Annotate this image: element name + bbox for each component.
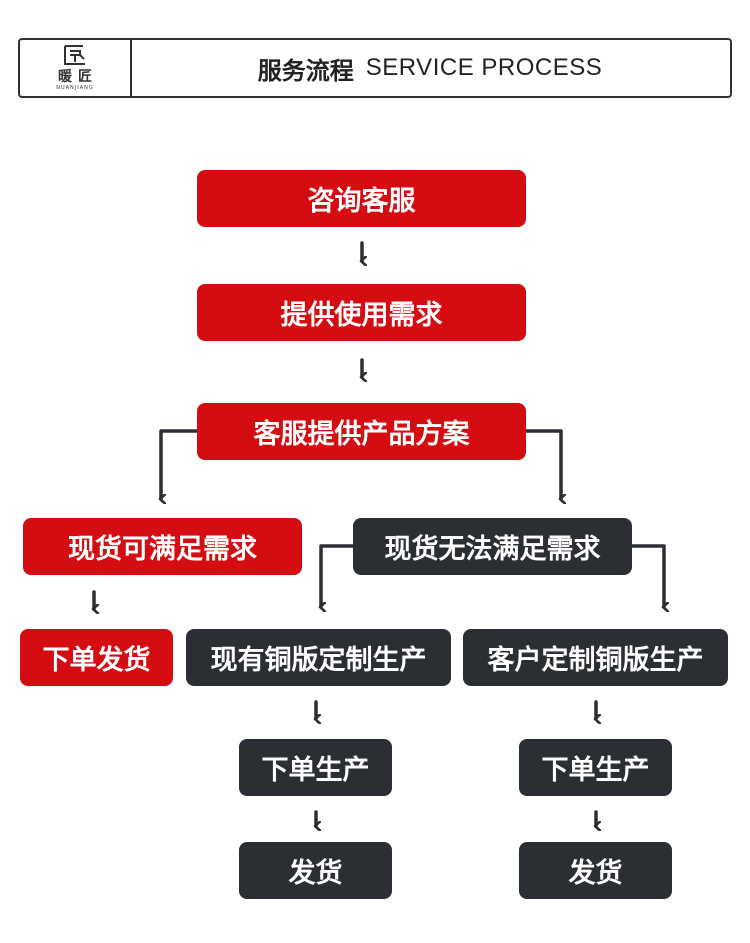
logo-text: 暖匠 (58, 69, 98, 85)
logo: 暖匠 NUANJIANG (20, 40, 132, 96)
step-order-produce-left: 下单生产 (239, 739, 392, 796)
logo-mark-icon (64, 45, 85, 65)
arrow-not-ok-to-custom-plate (630, 544, 664, 607)
page-title-cn: 服务流程 (257, 56, 354, 85)
step-in-stock-not-ok: 现货无法满足需求 (353, 518, 632, 575)
arrow-plan-to-instock-not-ok (524, 429, 561, 499)
step-in-stock-ok: 现货可满足需求 (23, 518, 302, 575)
page-title-en: SERVICE PROCESS (365, 54, 603, 81)
step-provide-needs: 提供使用需求 (197, 284, 526, 341)
page-title: 服务流程 SERVICE PROCESS (130, 40, 730, 96)
logo-subtext: NUANJIANG (56, 85, 94, 91)
arrow-not-ok-to-existing-plate (321, 544, 355, 607)
step-ship-left: 发货 (239, 842, 392, 899)
step-existing-plate: 现有铜版定制生产 (186, 629, 451, 686)
arrow-plan-to-instock-ok (161, 429, 199, 499)
step-order-produce-right: 下单生产 (519, 739, 672, 796)
header-banner: 暖匠 NUANJIANG 服务流程 SERVICE PROCESS (18, 38, 732, 98)
step-provide-plan: 客服提供产品方案 (197, 403, 526, 460)
step-consult: 咨询客服 (197, 170, 526, 227)
step-ship-right: 发货 (519, 842, 672, 899)
step-order-ship: 下单发货 (20, 629, 173, 686)
step-custom-plate: 客户定制铜版生产 (463, 629, 728, 686)
